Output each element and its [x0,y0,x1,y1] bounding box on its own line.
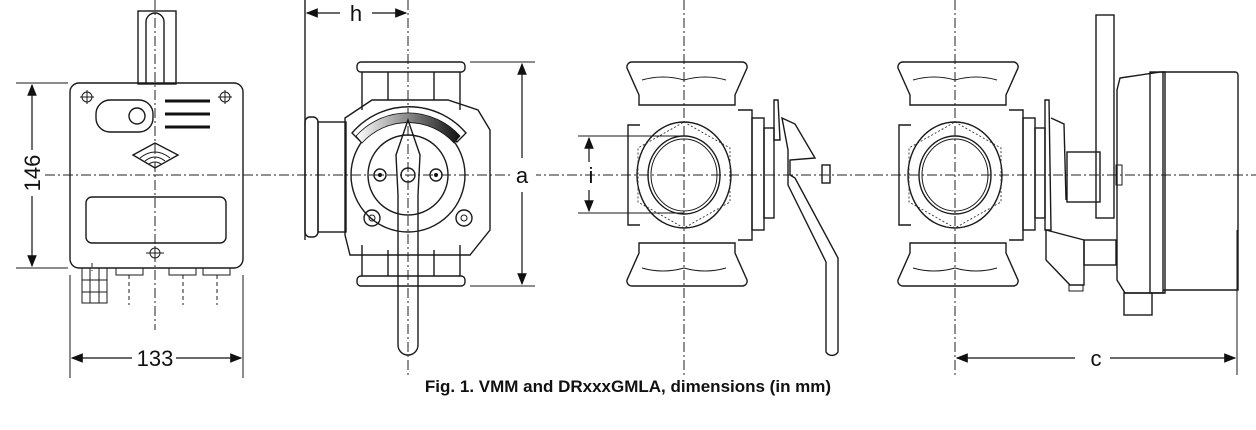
dimension-c-label: c [1091,346,1102,371]
dimension-a: a [470,61,536,287]
dimension-i-label: i [589,163,594,188]
dimension-133: 133 [69,275,244,378]
dimension-146-label: 146 [20,155,45,192]
dimension-h: h [305,1,408,26]
dimension-i: i [578,135,684,214]
valve-with-actuator-side-view [897,14,1239,316]
valve-side-view [626,61,839,357]
dimension-h-label: h [350,1,362,26]
valve-front-view [304,0,491,356]
dimension-146: 146 [16,82,68,269]
dimension-a-label: a [516,163,529,188]
dimension-c: c [955,230,1238,375]
centerlines [45,0,1256,375]
figure-caption: Fig. 1. VMM and DRxxxGMLA, dimensions (i… [425,377,831,396]
dimension-133-label: 133 [137,346,174,371]
actuator-front-view [69,10,244,305]
